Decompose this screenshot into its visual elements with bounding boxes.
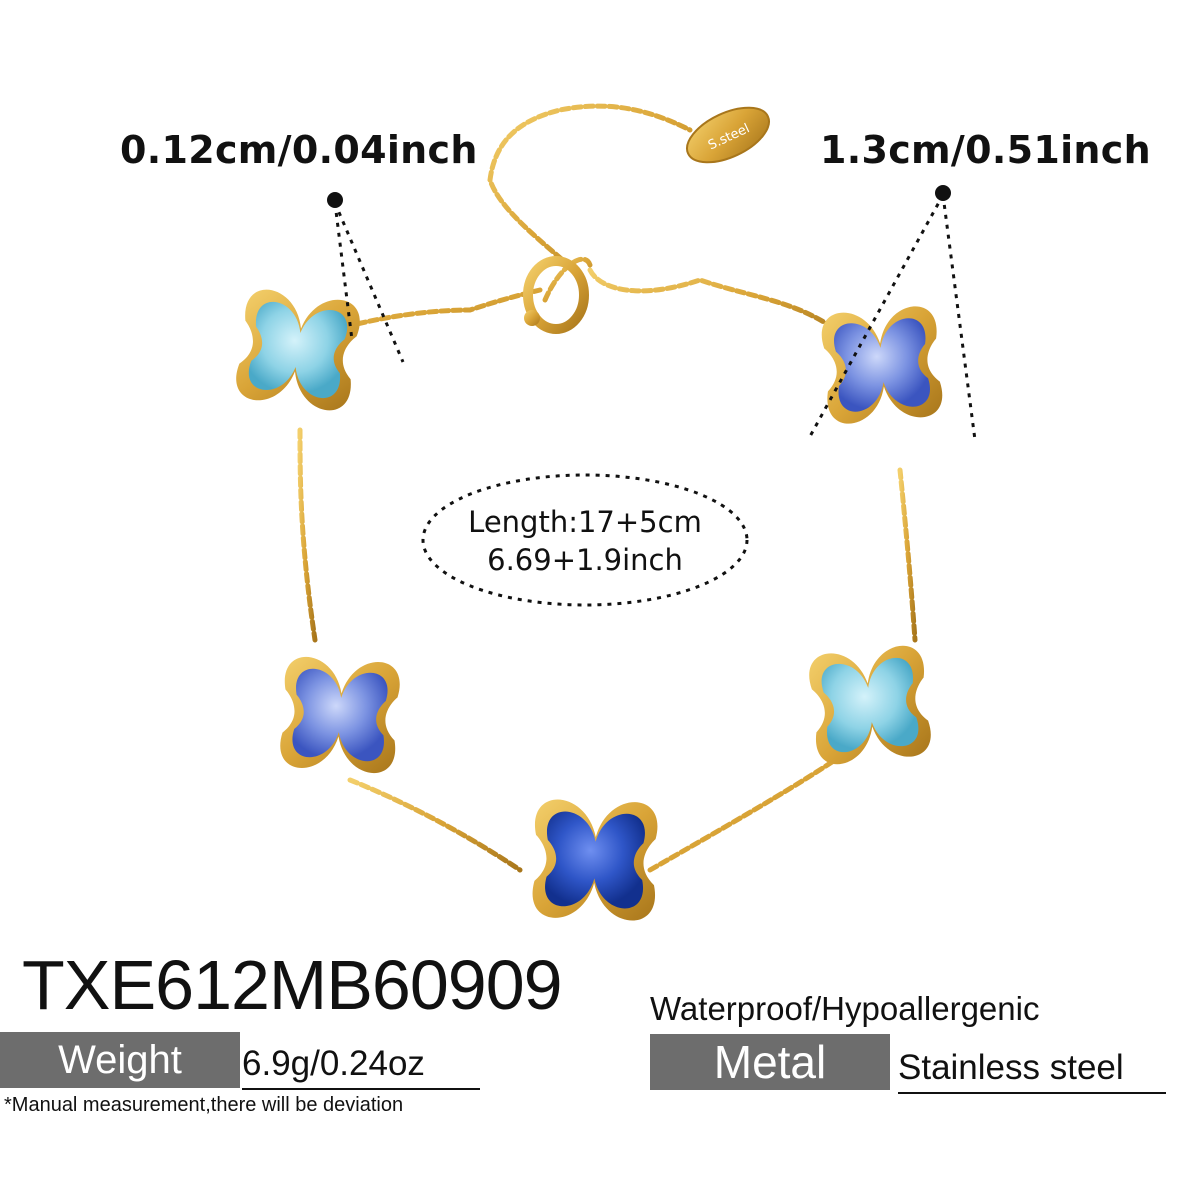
thickness-pointer-dot — [327, 192, 343, 208]
clover-blue-left — [278, 655, 402, 775]
metal-label-box: Metal — [650, 1034, 890, 1090]
measurement-note: *Manual measurement,there will be deviat… — [4, 1094, 404, 1116]
chain-segment — [897, 467, 918, 643]
features-text: Waterproof/Hypoallergenic — [650, 990, 1040, 1027]
length-ellipse — [421, 473, 749, 607]
chain-segment — [587, 267, 853, 343]
metal-value: Stainless steel — [898, 1044, 1166, 1094]
width-pointer-line — [806, 194, 945, 441]
width-pointer-dot — [935, 185, 951, 201]
steel-tag: S.steel — [686, 106, 770, 164]
thickness-pointer-line — [333, 202, 354, 341]
clover-light-blue-top-left — [233, 286, 363, 414]
width-pointer-line — [941, 194, 977, 441]
chain-segment — [647, 757, 838, 873]
clover-blue-top-right — [819, 304, 945, 426]
length-label: Length:17+5cm 6.69+1.9inch — [425, 503, 745, 579]
length-inch: 6.69+1.9inch — [487, 543, 683, 577]
thickness-label: 0.12cm/0.04inch — [120, 128, 478, 172]
model-number: TXE612MB60909 — [22, 946, 563, 1024]
clover-light-blue-right — [806, 643, 934, 767]
weight-value: 6.9g/0.24oz — [242, 1040, 480, 1090]
clover-dark-blue-bottom — [531, 798, 659, 922]
width-label: 1.3cm/0.51inch — [820, 128, 1151, 172]
lobster-clasp — [523, 256, 589, 334]
chain-segment — [297, 427, 318, 643]
length-cm: Length:17+5cm — [468, 505, 702, 539]
chain-segment — [347, 777, 523, 873]
weight-label-box: Weight — [0, 1032, 240, 1088]
extension-chain — [487, 103, 693, 278]
